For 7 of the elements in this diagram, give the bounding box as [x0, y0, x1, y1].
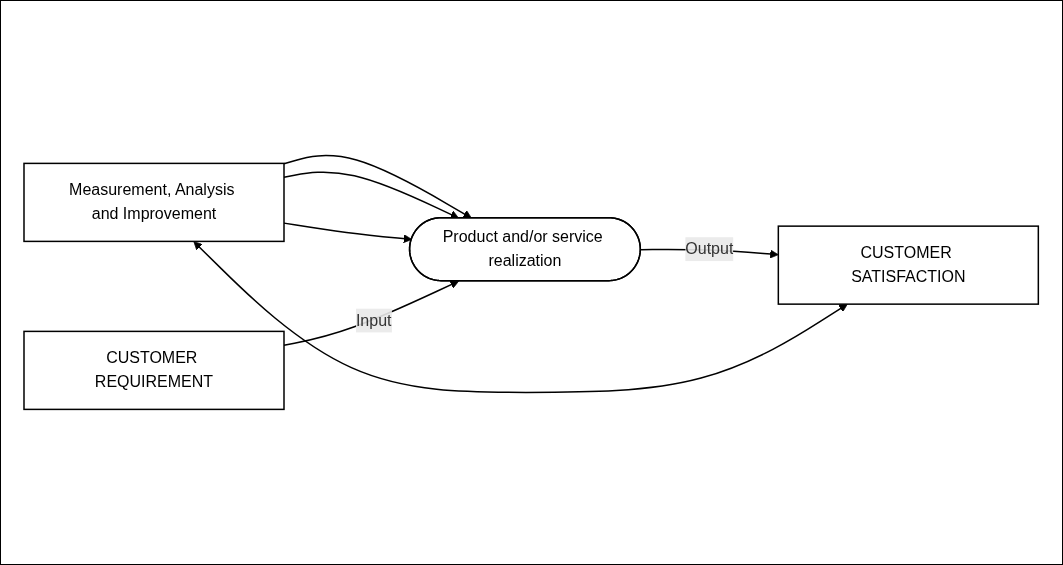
node-box: Measurement, Analysis and Improvement [23, 162, 286, 243]
arrow [283, 154, 473, 219]
node-box: CUSTOMER REQUIREMENT [23, 330, 286, 411]
node-box: CUSTOMER SATISFACTION [777, 225, 1040, 305]
edge-label: Output [685, 240, 734, 258]
edge-label: Input [356, 311, 392, 329]
arrow [193, 241, 849, 394]
